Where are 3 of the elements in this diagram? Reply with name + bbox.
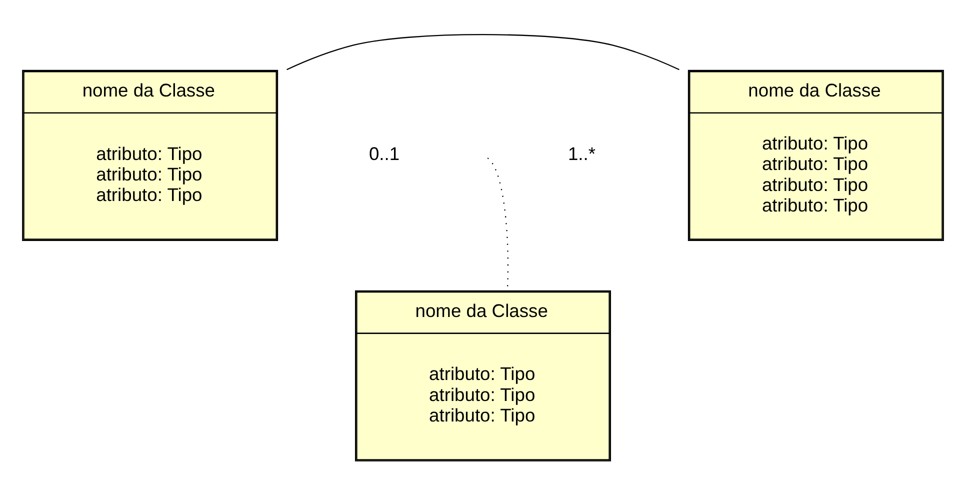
- connector: [286, 34, 680, 70]
- label: 0..1: [368, 142, 400, 164]
- label: 1..*: [568, 142, 596, 164]
